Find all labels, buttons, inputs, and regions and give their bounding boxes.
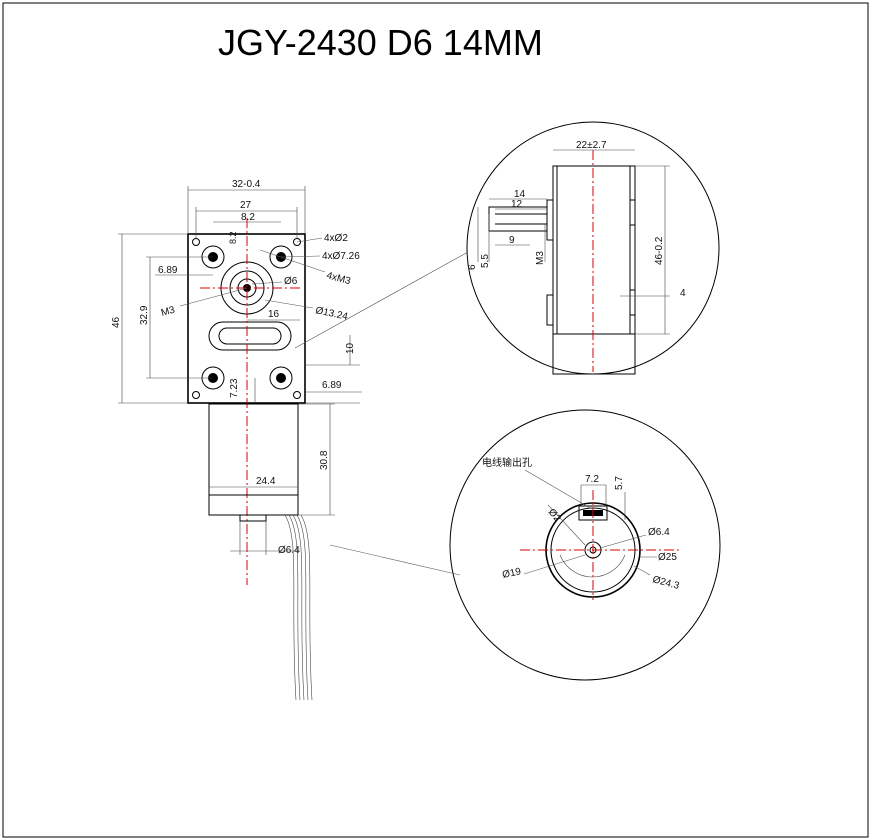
end-detail: 电线输出孔 7.2 5.7 Ø2 Ø6.4 Ø25 Ø24.3 Ø19 <box>329 409 721 681</box>
end-detail-circle <box>449 409 721 681</box>
label-shaft-dia: Ø6 <box>284 276 298 287</box>
motor-body <box>208 403 299 516</box>
side-motor <box>552 333 636 375</box>
dim-hole-spacing-y: 32.9 <box>139 305 150 325</box>
dim-outlet-5-7: 5.7 <box>614 476 625 490</box>
side-shaft <box>488 206 548 232</box>
label-boss-dia: Ø13.24 <box>314 305 349 323</box>
dim-side-6: 6 <box>467 264 478 270</box>
dim-right-offset: 6.89 <box>322 380 342 391</box>
dim-height-total: 46 <box>111 316 122 328</box>
label-set-screw: M3 <box>160 305 177 319</box>
dim-slot-offset: 10 <box>345 342 356 354</box>
wire-bundle-2 <box>288 514 301 701</box>
wire-bundle-5 <box>300 514 313 701</box>
side-detail: 22±2.7 46-0.2 14 12 9 6 5.5 M3 4 <box>294 121 720 375</box>
front-view: 32-0.4 27 8.2 8.2 4xØ2 4xØ7.26 4xM3 Ø6 Ø… <box>111 179 362 585</box>
dim-center-offset: 8.2 <box>241 212 255 223</box>
label-end-dia-25: Ø25 <box>658 552 677 563</box>
dim-side-5-5: 5.5 <box>480 254 491 268</box>
dim-hole-spacing-x: 27 <box>240 200 252 211</box>
boss-br-core <box>276 373 286 383</box>
wire-outlet <box>578 505 608 521</box>
dim-side-height: 46-0.2 <box>654 236 665 265</box>
dim-shaft-14: 14 <box>514 189 526 200</box>
drawing-title: JGY-2430 D6 14MM <box>218 22 543 63</box>
label-side-set-screw: M3 <box>535 251 546 265</box>
wire-bundle-1 <box>284 514 297 701</box>
corner-hole-bl <box>192 391 200 399</box>
dim-shaft-12: 12 <box>511 199 523 210</box>
end-detail-leader <box>329 544 461 576</box>
dim-side-4: 4 <box>680 288 686 299</box>
dim-left-offset: 6.89 <box>158 265 178 276</box>
label-hole-small: 4xØ2 <box>324 233 348 244</box>
dim-bottom-offset: 7.23 <box>229 378 240 398</box>
dim-slot-length: 16 <box>268 309 280 320</box>
dim-end-dia: Ø6.4 <box>278 545 300 556</box>
corner-hole-br <box>293 391 301 399</box>
corner-hole-tl <box>192 238 200 246</box>
wire-bundle-3 <box>292 514 305 701</box>
dim-motor-length: 30.8 <box>319 450 330 470</box>
label-hole-large: 4xØ7.26 <box>322 251 360 262</box>
label-screw-holes: 4xM3 <box>325 270 352 287</box>
dim-flat-9: 9 <box>509 235 515 246</box>
dim-outlet-7-2: 7.2 <box>585 474 599 485</box>
dim-width-total: 32-0.4 <box>232 179 261 190</box>
motor-end-cap <box>239 514 267 522</box>
label-end-dia-6-4: Ø6.4 <box>648 527 670 538</box>
slot-inner <box>218 327 282 345</box>
label-end-dia-19: Ø19 <box>501 566 522 581</box>
corner-hole-tr <box>293 238 301 246</box>
dim-small-top: 8.2 <box>228 231 238 244</box>
dim-side-width: 22±2.7 <box>576 140 607 151</box>
label-end-dia-24-3: Ø24.3 <box>651 574 681 592</box>
side-detail-leader <box>294 251 469 349</box>
label-wire-outlet: 电线输出孔 <box>482 456 532 469</box>
dim-motor-dia: 24.4 <box>256 476 276 487</box>
motor-view: 24.4 30.8 Ø6.4 <box>208 403 335 701</box>
side-gearbox <box>552 165 636 335</box>
wire-bundle-4 <box>296 514 309 701</box>
label-end-dia-2: Ø2 <box>546 507 563 525</box>
slot-outer <box>208 321 292 351</box>
boss-br <box>269 366 293 390</box>
